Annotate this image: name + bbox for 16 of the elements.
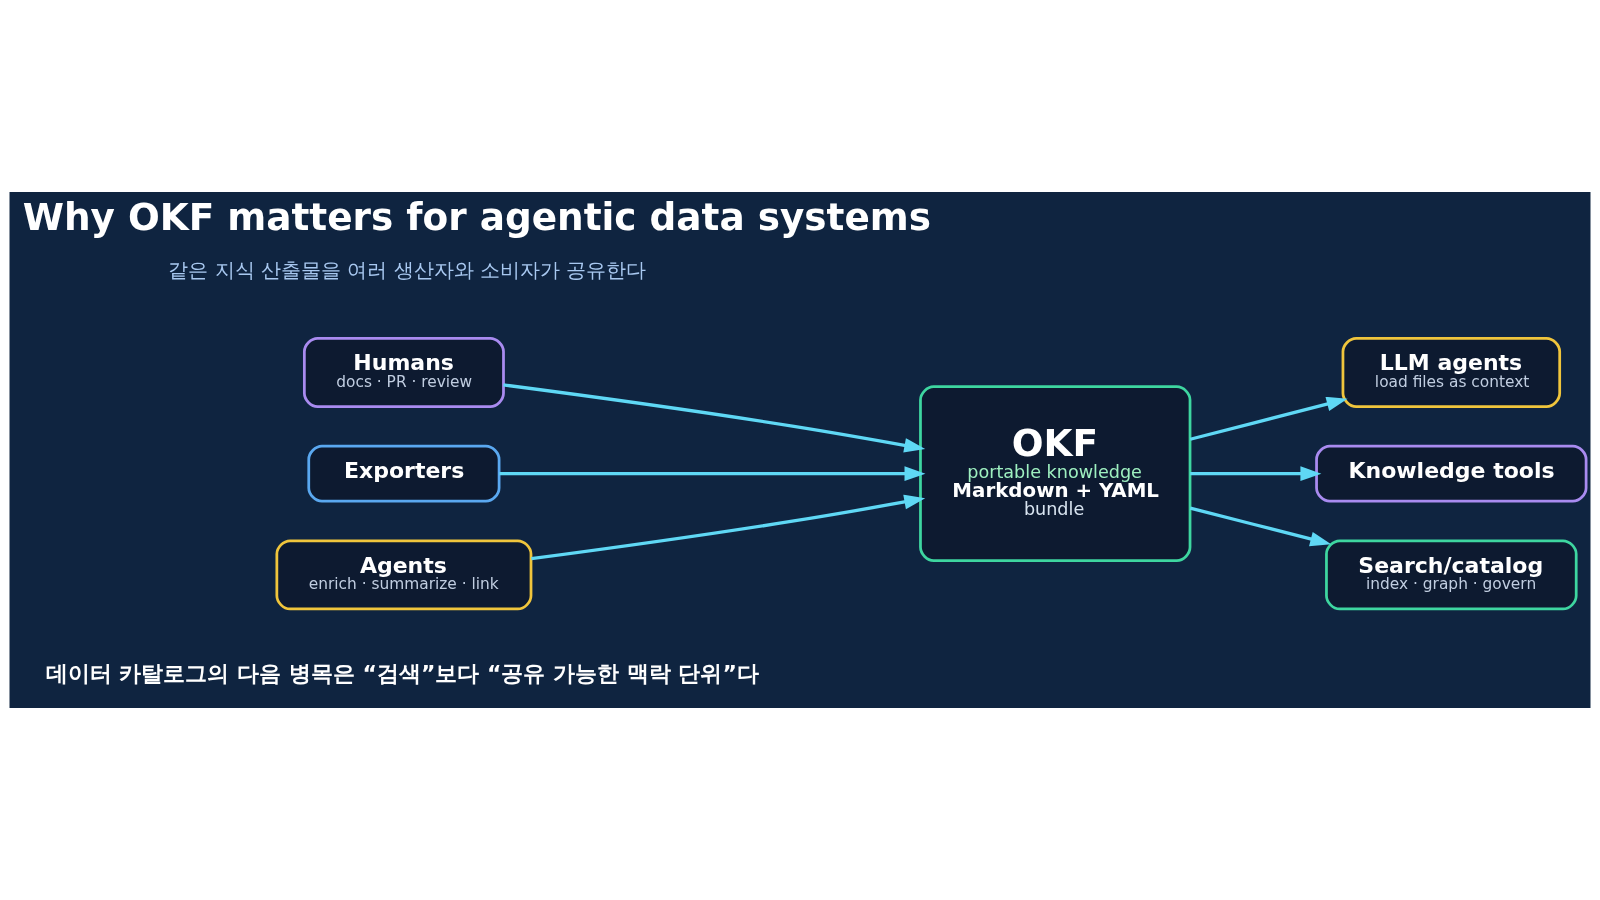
node-box: LLM agents load files as context xyxy=(1341,336,1562,408)
node-box: Search/catalog index · graph · govern xyxy=(1325,539,1578,611)
node-box: OKF portable knowledge Markdown + YAML bundle xyxy=(919,385,1192,562)
node-box: Knowledge tools xyxy=(1315,444,1588,503)
label: 데이터 카탈로그의 다음 병목은 “검색”보다 “공유 가능한 맥락 단위”다 xyxy=(45,660,759,686)
node-box: Exporters xyxy=(307,444,501,503)
arrow xyxy=(531,494,926,561)
arrow xyxy=(1189,506,1332,547)
diagram-title: Why OKF matters for agentic data systems xyxy=(22,194,931,239)
arrow xyxy=(503,383,926,453)
arrow xyxy=(1189,396,1348,441)
node-box: Agents enrich · summarize · link xyxy=(275,539,533,611)
node-box: Humans docs · PR · review xyxy=(302,336,505,408)
arrow xyxy=(499,466,926,481)
label: 같은 지식 산출물을 여러 생산자와 소비자가 공유한다 xyxy=(168,259,647,283)
arrow xyxy=(1190,466,1322,481)
